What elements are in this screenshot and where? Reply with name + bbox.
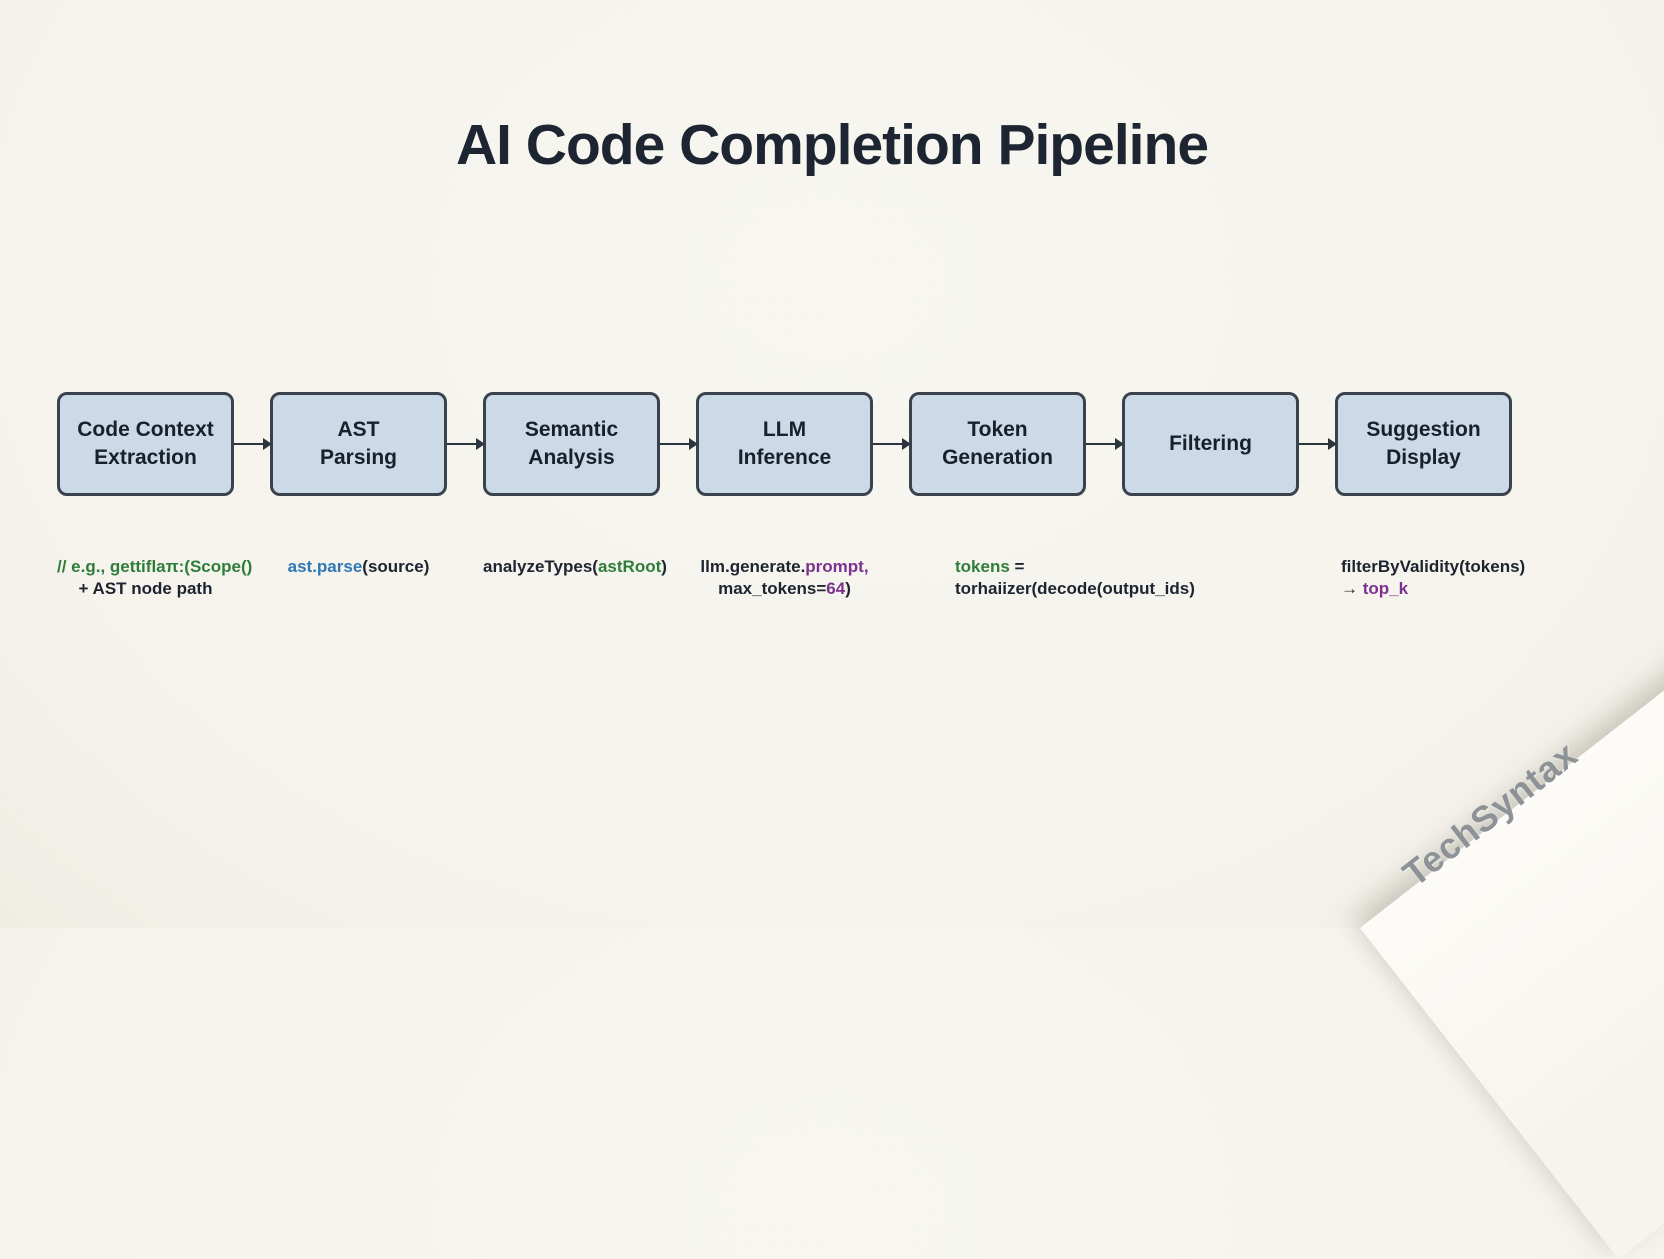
code-annotation-suggestion-display: filterByValidity(tokens) → top_k	[1341, 557, 1526, 598]
code-annotation-llm-inference: llm.generate.prompt, max_tokens=64)	[700, 557, 869, 598]
stage-label: Code Context Extraction	[77, 417, 214, 469]
corner-fold	[1360, 533, 1664, 1259]
stage-code-annotations: // e.g., gettiflaπ:(Scope() + AST node p…	[57, 556, 1526, 600]
arrow-icon	[1299, 438, 1337, 450]
code-annotation-token-generation: tokens = torhaiizer(decode(output_ids)	[955, 557, 1195, 598]
pipeline-flow: Code Context Extraction AST Parsing Sema…	[57, 392, 1512, 496]
stage-box-suggestion-display: Suggestion Display	[1335, 392, 1512, 496]
page-title: AI Code Completion Pipeline	[455, 113, 1209, 178]
stage-box-code-context-extraction: Code Context Extraction	[57, 392, 234, 496]
stage-label: Semantic Analysis	[524, 417, 619, 469]
stage-label: LLM Inference	[737, 417, 832, 469]
code-annotation-code-context-extraction: // e.g., gettiflaπ:(Scope() + AST node p…	[57, 557, 253, 598]
stage-label: Filtering	[1169, 431, 1252, 455]
arrow-icon	[447, 438, 485, 450]
stage-box-semantic-analysis: Semantic Analysis	[483, 392, 660, 496]
arrow-icon	[234, 438, 272, 450]
stage-box-llm-inference: LLM Inference	[696, 392, 873, 496]
stage-box-ast-parsing: AST Parsing	[270, 392, 447, 496]
stage-box-token-generation: Token Generation	[909, 392, 1086, 496]
stage-box-filtering: Filtering	[1122, 392, 1299, 496]
arrow-icon	[1086, 438, 1124, 450]
arrow-icon	[660, 438, 698, 450]
code-annotation-ast-parsing: ast.parse(source)	[287, 557, 430, 576]
stage-label: Suggestion Display	[1366, 417, 1481, 469]
code-annotation-semantic-analysis: analyzeTypes(astRoot)	[483, 557, 667, 576]
code-annotation-filtering-empty	[1122, 556, 1299, 600]
stage-label: AST Parsing	[319, 417, 398, 469]
arrow-icon	[873, 438, 911, 450]
stage-label: Token Generation	[942, 417, 1053, 469]
